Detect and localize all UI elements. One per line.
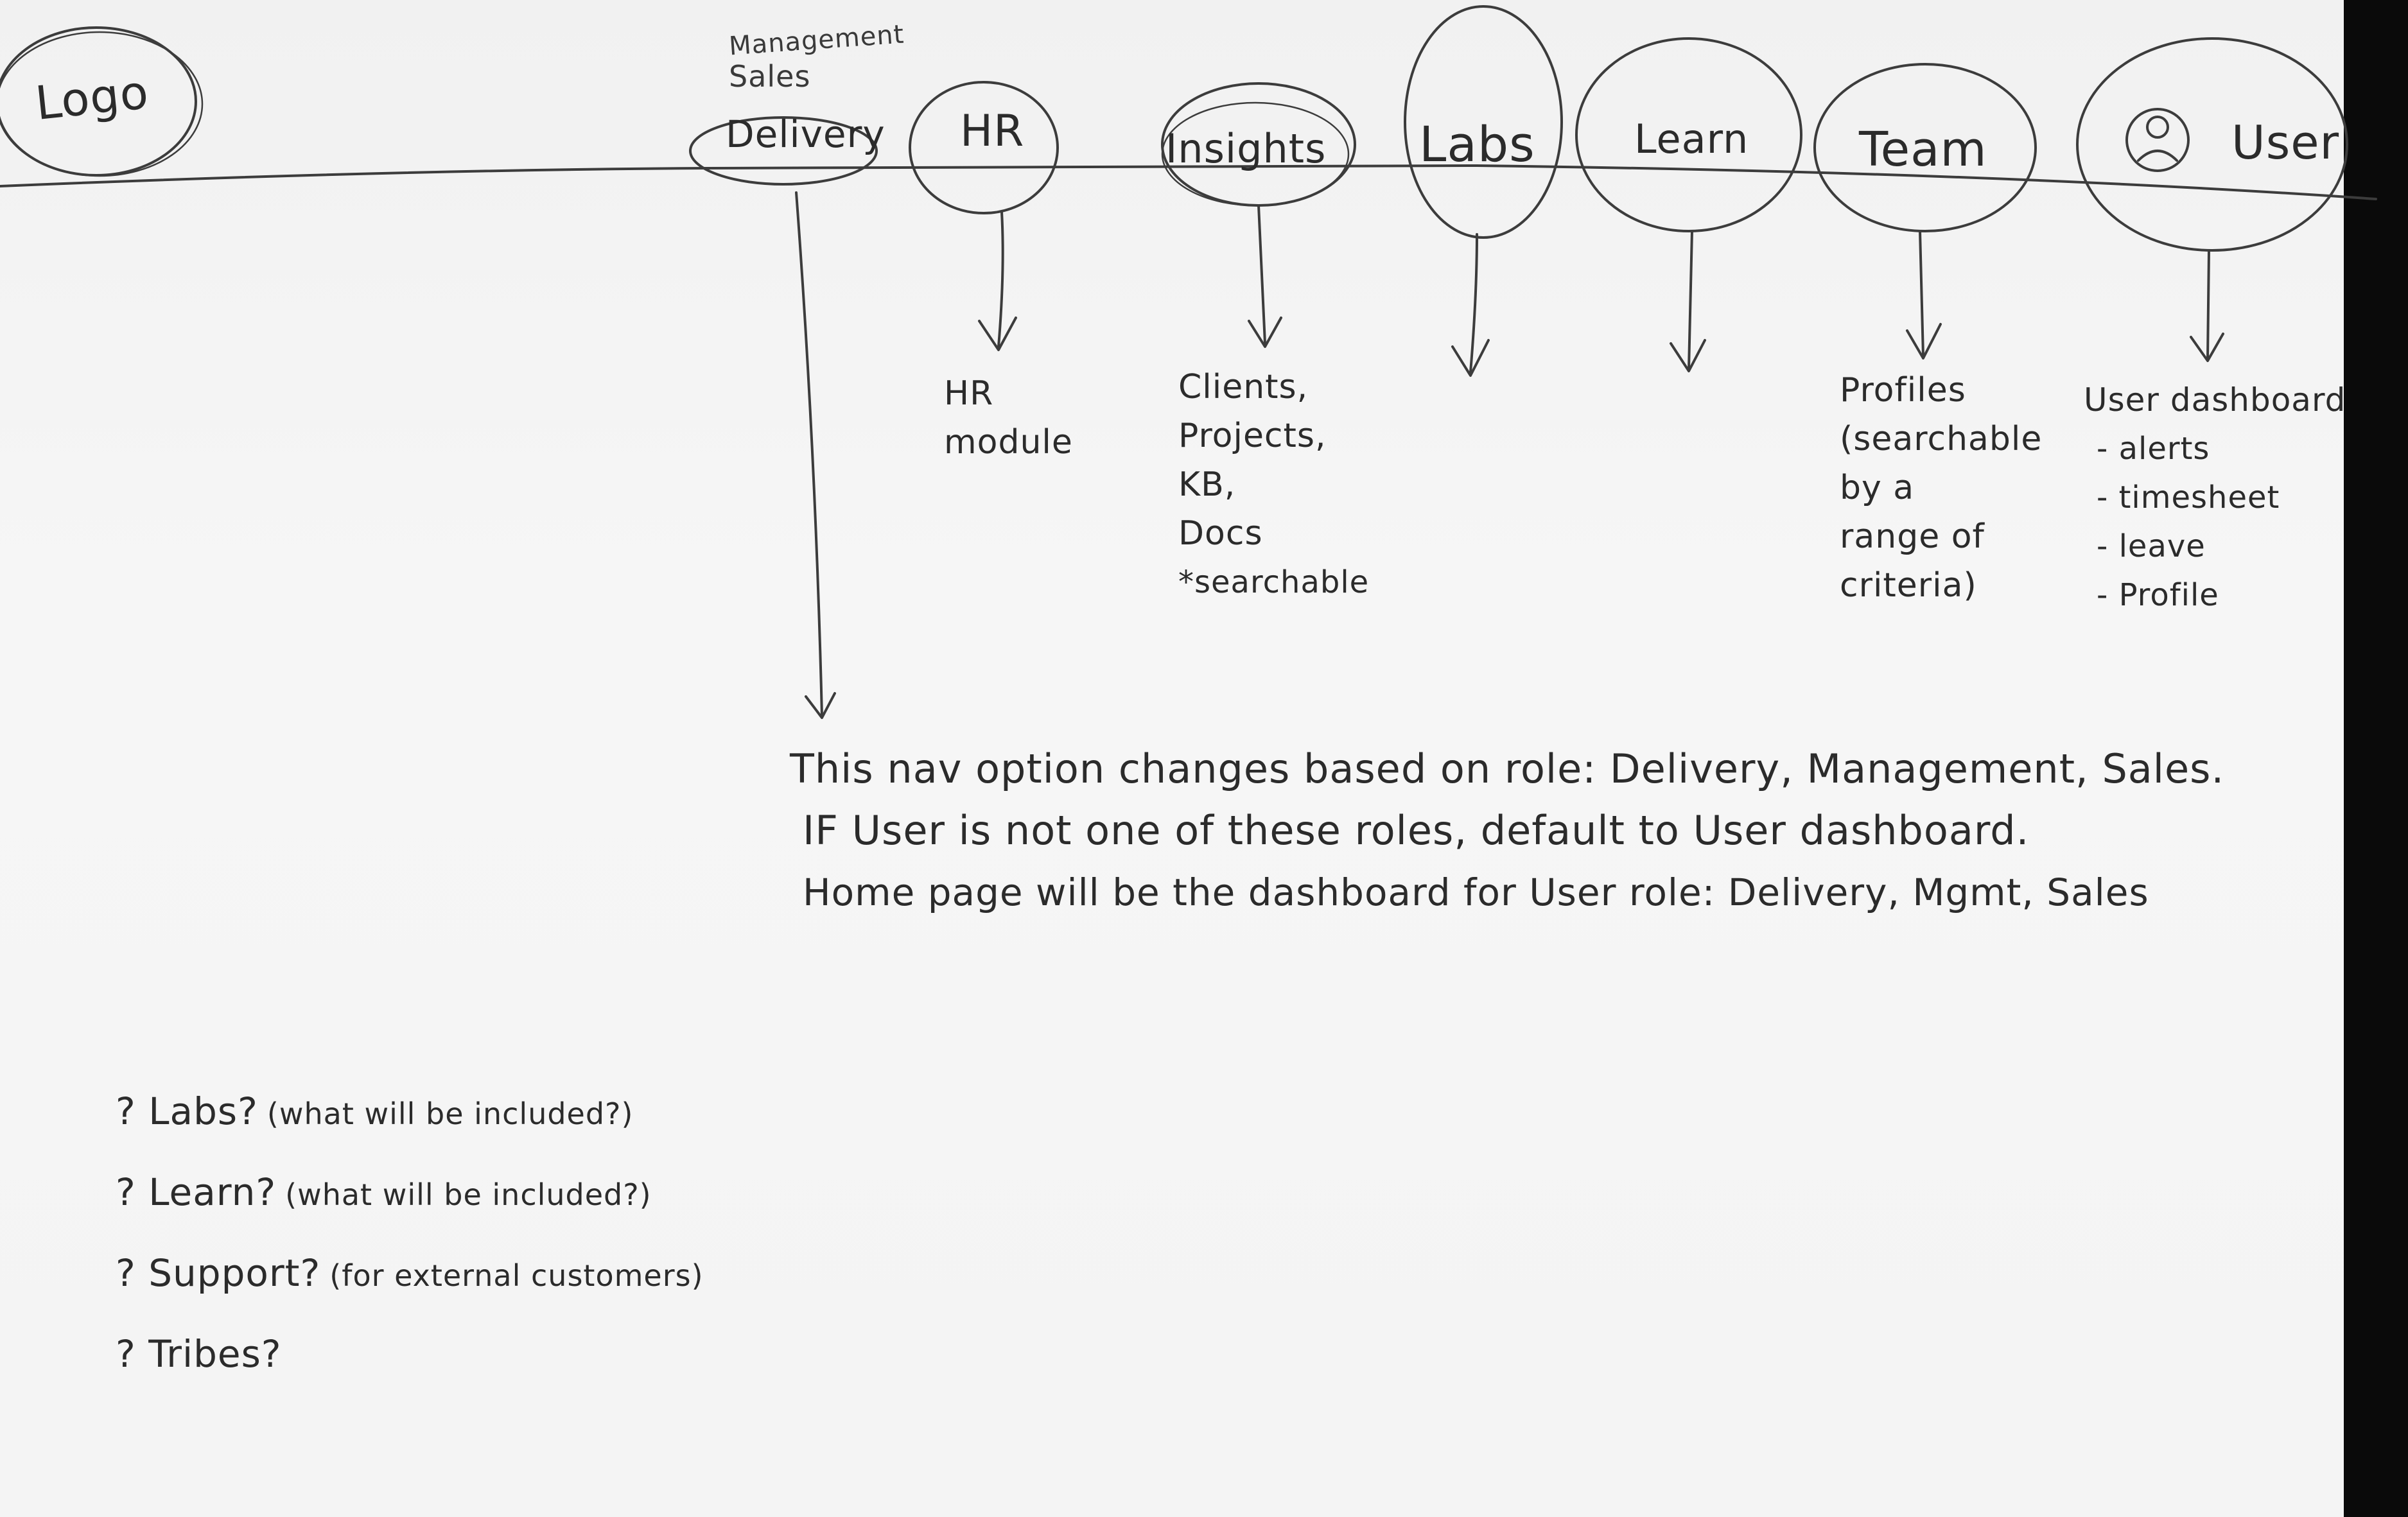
- user-detail-line: - alerts: [2097, 431, 2210, 467]
- hr-detail-line: module: [944, 423, 1073, 462]
- question-sub: (for external customers): [329, 1258, 704, 1293]
- delivery-arrow: [795, 191, 836, 719]
- nav-item-hr[interactable]: HR: [960, 106, 1025, 157]
- insights-circle-inner: [1161, 101, 1350, 207]
- insights-detail-line: Docs: [1178, 514, 1263, 553]
- note-line: IF User is not one of these roles, defau…: [803, 807, 2030, 854]
- table-edge: [2344, 0, 2408, 1517]
- question-sub: (what will be included?): [285, 1177, 652, 1212]
- learn-circle: [1575, 37, 1802, 232]
- nav-item-user[interactable]: User: [2231, 116, 2340, 169]
- question-item: ? Tribes?: [116, 1315, 704, 1396]
- user-avatar-icon: [2125, 108, 2190, 172]
- hr-detail: HR module: [944, 369, 1073, 467]
- question-label: ? Tribes?: [116, 1332, 282, 1376]
- role-option-sales: Sales: [729, 59, 811, 94]
- user-detail-line: - leave: [2097, 528, 2206, 564]
- insights-detail-line: *searchable: [1178, 564, 1370, 600]
- question-label: ? Labs?: [116, 1089, 258, 1133]
- paper-background: [0, 0, 2344, 1517]
- user-detail-line: - timesheet: [2097, 480, 2280, 516]
- learn-arrow: [1670, 230, 1706, 372]
- note-line: This nav option changes based on role: D…: [790, 745, 2225, 792]
- team-circle: [1813, 63, 2037, 232]
- team-detail-line: range of: [1840, 517, 1985, 556]
- team-detail-line: (searchable: [1840, 420, 2043, 458]
- nav-item-team[interactable]: Team: [1859, 122, 1987, 177]
- user-detail-line: - Profile: [2097, 577, 2219, 613]
- nav-bar-line: [0, 164, 2377, 200]
- question-item: ? Labs?(what will be included?): [116, 1072, 704, 1153]
- insights-detail: Clients, Projects, KB, Docs *searchable: [1178, 363, 1369, 607]
- hr-detail-line: HR: [944, 374, 994, 413]
- question-sub: (what will be included?): [266, 1097, 634, 1131]
- logo-circle-outer: [0, 31, 204, 177]
- hr-circle: [909, 81, 1059, 214]
- delivery-circle: [689, 116, 878, 186]
- insights-detail-line: Projects,: [1178, 417, 1327, 455]
- team-arrow: [1906, 230, 1942, 360]
- team-detail-line: by a: [1840, 469, 1915, 507]
- insights-arrow: [1248, 204, 1282, 348]
- insights-detail-line: Clients,: [1178, 368, 1309, 406]
- question-item: ? Support?(for external customers): [116, 1234, 704, 1315]
- nav-item-labs[interactable]: Labs: [1419, 116, 1535, 173]
- nav-item-learn[interactable]: Learn: [1634, 116, 1749, 162]
- user-circle: [2076, 37, 2348, 252]
- question-label: ? Support?: [116, 1251, 321, 1295]
- role-notes: This nav option changes based on role: D…: [790, 738, 2224, 923]
- user-arrow: [2190, 249, 2224, 362]
- user-detail: User dashboard - alerts - timesheet - le…: [2084, 376, 2346, 620]
- question-label: ? Learn?: [116, 1170, 277, 1214]
- user-detail-line: User dashboard: [2084, 381, 2346, 419]
- labs-circle: [1404, 5, 1563, 239]
- nav-item-insights[interactable]: Insights: [1165, 125, 1327, 172]
- hr-arrow: [978, 211, 1017, 351]
- team-detail-line: criteria): [1840, 566, 1977, 605]
- insights-detail-line: KB,: [1178, 465, 1236, 504]
- question-item: ? Learn?(what will be included?): [116, 1153, 704, 1234]
- team-detail: Profiles (searchable by a range of crite…: [1840, 366, 2042, 610]
- note-line: Home page will be the dashboard for User…: [803, 871, 2149, 914]
- open-questions: ? Labs?(what will be included?) ? Learn?…: [116, 1072, 704, 1396]
- team-detail-line: Profiles: [1840, 371, 1966, 410]
- nav-item-delivery[interactable]: Delivery: [726, 112, 886, 156]
- labs-arrow: [1451, 233, 1490, 377]
